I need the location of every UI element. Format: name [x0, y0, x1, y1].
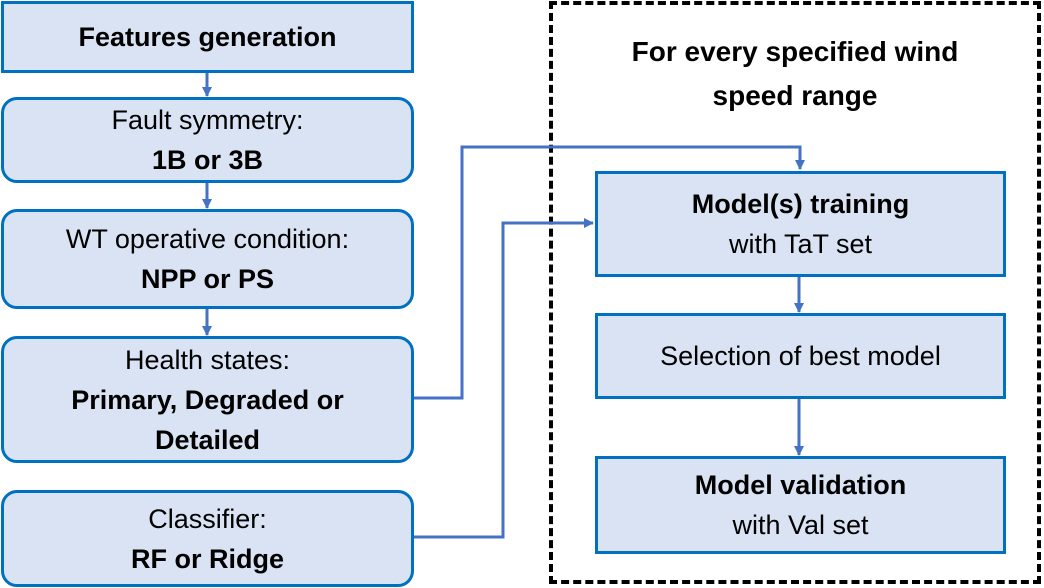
wt-operative-condition-value: NPP or PS: [140, 264, 275, 294]
fault-symmetry-box: Fault symmetry: 1B or 3B: [1, 97, 414, 183]
classifier-value: RF or Ridge: [131, 543, 284, 574]
arrow-health-to-training: [413, 145, 805, 400]
wind-speed-loop-frame: [549, 1, 1041, 584]
model-validation-title: Model validation: [694, 470, 907, 500]
classifier-box: Classifier: RF or Ridge: [1, 490, 414, 587]
features-generation-box: Features generation: [1, 1, 414, 73]
model-training-title: Model(s) training: [691, 189, 910, 219]
loop-frame-title-line2: speed range: [712, 80, 878, 111]
model-validation-subtitle: with Val set: [732, 510, 869, 540]
model-training-box: Model(s) training with TaT set: [595, 171, 1006, 277]
health-states-value-line1: Primary, Degraded or: [71, 384, 344, 415]
wt-operative-condition-box: WT operative condition: NPP or PS: [1, 209, 414, 309]
model-selection-box: Selection of best model: [595, 313, 1006, 399]
wt-operative-condition-label: WT operative condition:: [65, 224, 350, 254]
fault-symmetry-label: Fault symmetry:: [111, 105, 304, 135]
features-generation-label: Features generation: [78, 22, 337, 52]
fault-symmetry-value: 1B or 3B: [151, 145, 264, 175]
loop-frame-title: For every specified wind speed range: [549, 30, 1041, 118]
arrow-classifier-to-training: [413, 218, 594, 539]
health-states-box: Health states: Primary, Degraded or Deta…: [1, 336, 414, 463]
health-states-value-line2: Detailed: [154, 424, 261, 455]
loop-frame-title-line1: For every specified wind: [631, 36, 959, 67]
model-training-subtitle: with TaT set: [728, 229, 873, 259]
health-states-label: Health states:: [124, 344, 291, 375]
model-selection-label: Selection of best model: [660, 341, 941, 371]
classifier-label: Classifier:: [148, 503, 267, 534]
model-validation-box: Model validation with Val set: [595, 456, 1006, 554]
